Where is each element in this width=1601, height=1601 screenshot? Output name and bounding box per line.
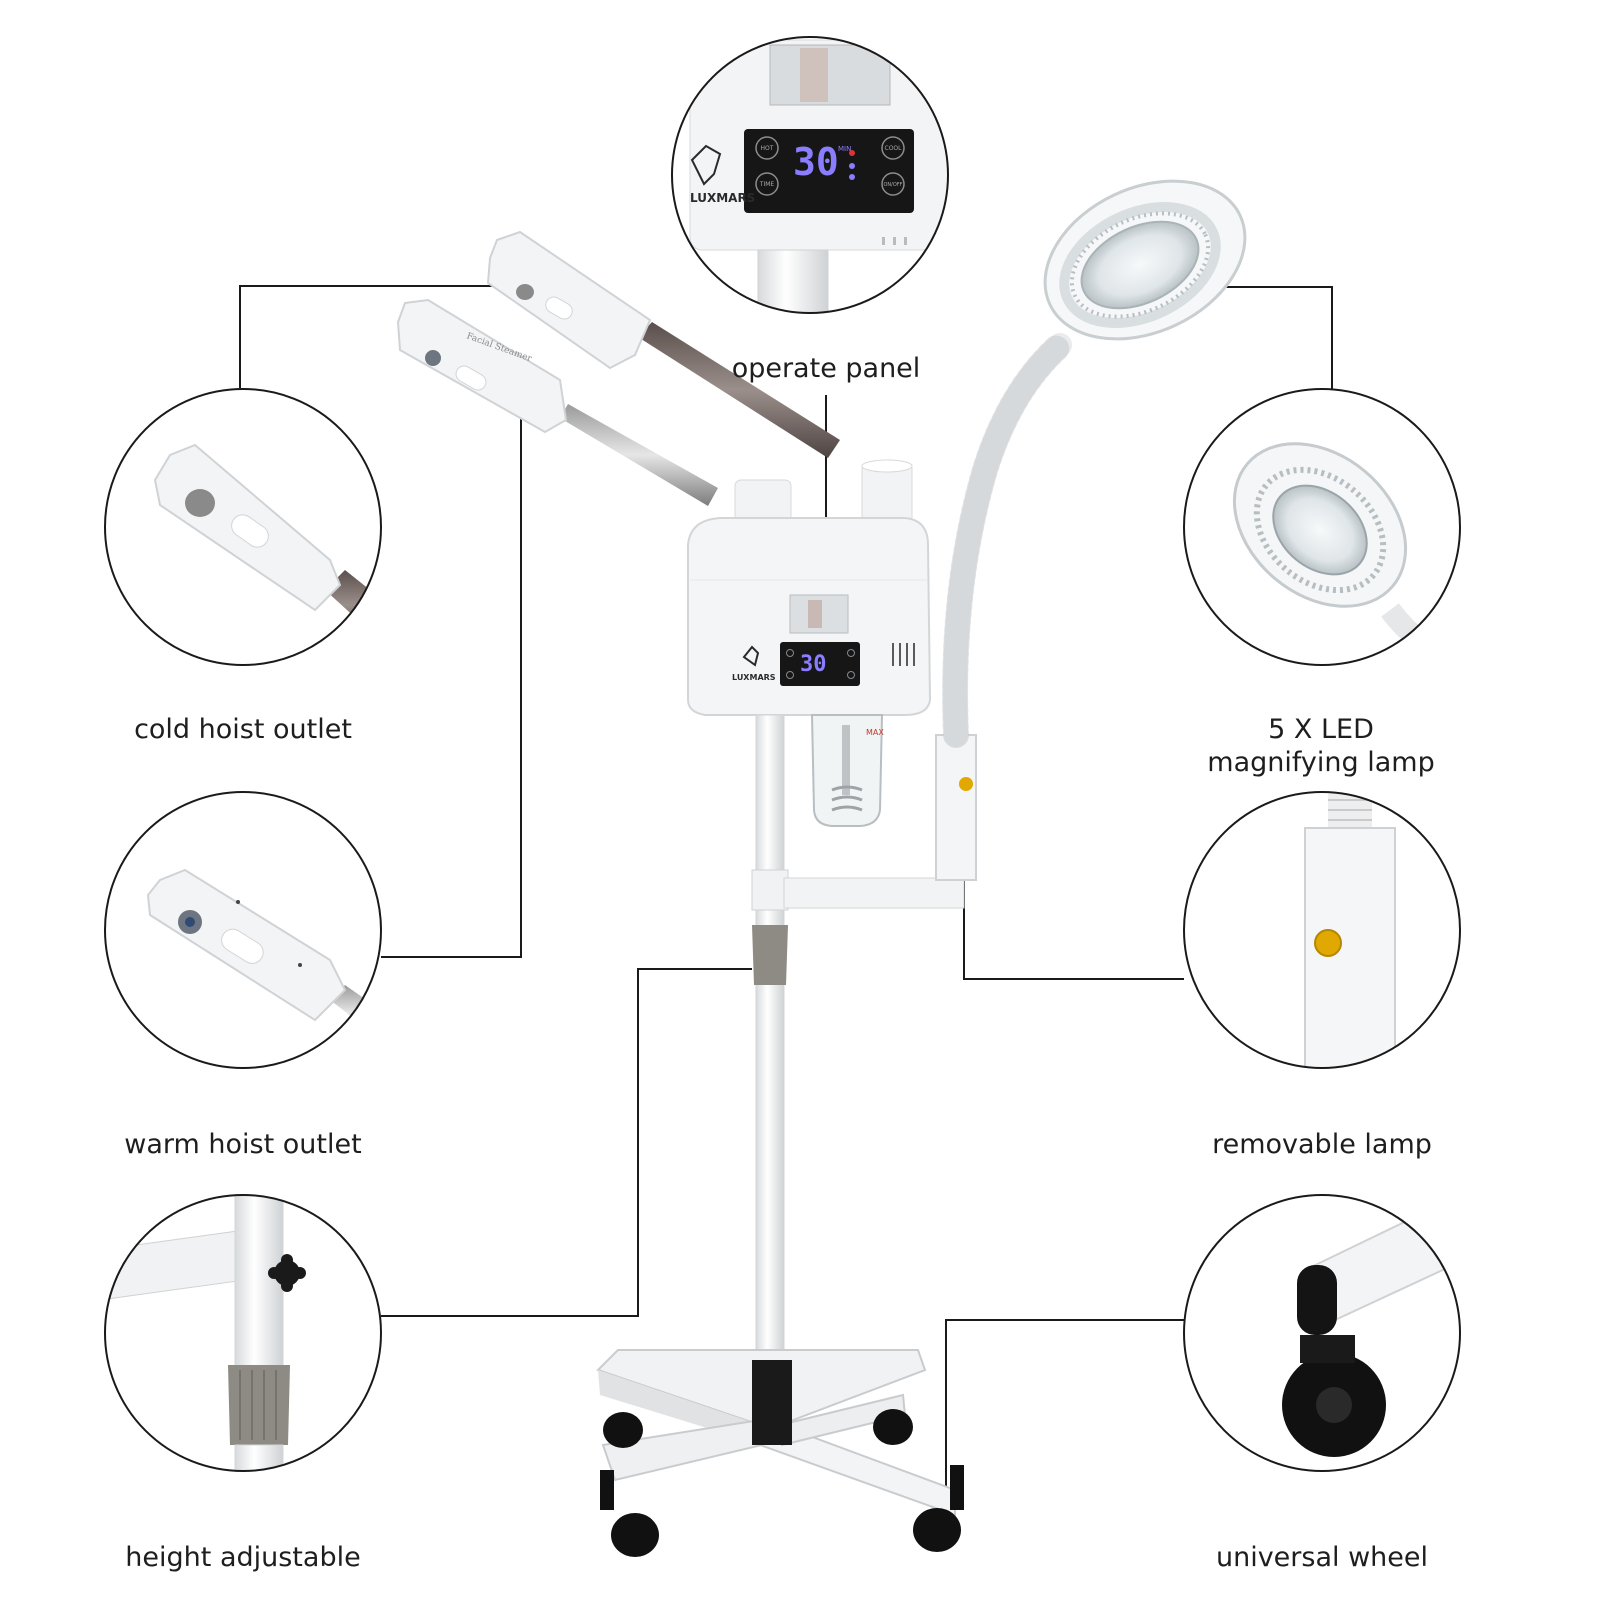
line-warm-outlet xyxy=(381,409,522,958)
facial-steamer: Facial Steamer LUXMARS 30 MAX xyxy=(396,179,1247,1557)
warm-outlet-zoom xyxy=(104,791,382,1069)
height-adjustable-zoom xyxy=(104,1194,382,1472)
main-pole xyxy=(755,714,785,1368)
operate-panel-zoom: 30 MIN HOT TIME COOL ON/OFF LUXMARS xyxy=(671,36,949,314)
line-height xyxy=(381,968,752,1317)
zoom-display: 30 xyxy=(793,140,839,184)
removable-lamp-zoom xyxy=(1183,791,1461,1069)
led-lamp-zoom xyxy=(1183,388,1461,666)
label-warm-outlet: warm hoist outlet xyxy=(124,1129,362,1160)
label-height-adjustable: height adjustable xyxy=(125,1542,361,1573)
body-display: 30 xyxy=(800,652,827,677)
universal-wheel-zoom xyxy=(1183,1194,1461,1472)
btn-hot: HOT xyxy=(761,145,774,152)
label-universal-wheel: universal wheel xyxy=(1215,1542,1429,1573)
control-panel xyxy=(780,642,860,686)
rolling-base xyxy=(596,1349,964,1557)
line-removable xyxy=(963,789,1184,980)
label-led-lamp: 5 X LED magnifying lamp xyxy=(1207,714,1435,778)
cold-outlet-zoom xyxy=(104,388,382,666)
btn-cool: COOL xyxy=(885,145,903,152)
lamp-knob xyxy=(959,777,973,791)
magnifier-lamp-head xyxy=(1043,179,1247,341)
label-cold-outlet: cold hoist outlet xyxy=(134,714,352,745)
btn-time: TIME xyxy=(759,181,775,188)
btn-onoff: ON/OFF xyxy=(883,182,902,188)
zoom-brand: LUXMARS xyxy=(690,191,755,205)
lamp-bracket xyxy=(783,877,965,909)
line-cold-outlet xyxy=(239,285,545,388)
label-removable-lamp: removable lamp xyxy=(1212,1129,1432,1160)
zoom-unit: MIN xyxy=(838,145,851,153)
label-operate-panel: operate panel xyxy=(731,353,921,384)
body-brand: LUXMARS xyxy=(732,673,776,682)
height-collar xyxy=(752,925,788,985)
line-wheel xyxy=(945,1319,1187,1491)
tank-max: MAX xyxy=(866,728,884,737)
cold-arm xyxy=(486,230,840,458)
